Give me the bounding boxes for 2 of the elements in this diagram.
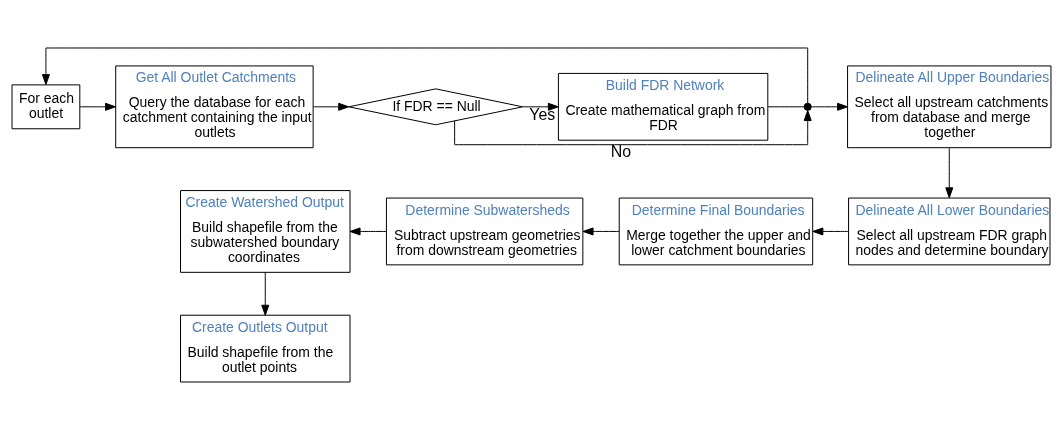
edge-label: Yes (529, 105, 556, 123)
edge-label: No (610, 143, 632, 161)
